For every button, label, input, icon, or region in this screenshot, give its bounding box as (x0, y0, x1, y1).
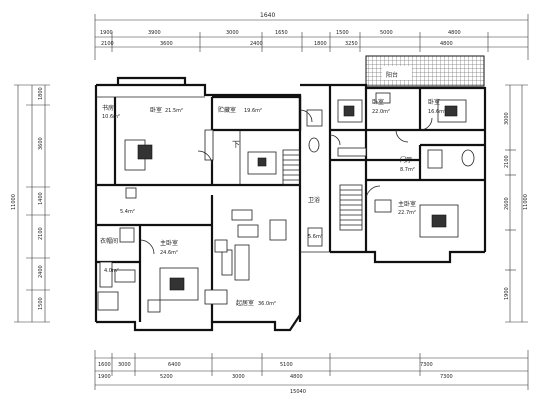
dim-bottom2-2: 5200 (160, 374, 173, 380)
bedroom-label: 卧室 (372, 98, 384, 106)
cloak-label: 衣帽间 (100, 237, 118, 245)
dim-top2-5: 3250 (345, 41, 358, 47)
dim-bottom-5: 7300 (420, 362, 433, 368)
study-label: 书房 (102, 104, 114, 112)
bedroom-area: 22.0m² (372, 109, 390, 115)
master-label: 主卧室 (398, 200, 416, 208)
living-area: 36.0m² (258, 301, 276, 307)
dim-right-2: 2100 (504, 155, 510, 168)
bath-area: 5.4m² (120, 209, 135, 215)
dim-top-4: 1650 (275, 30, 288, 36)
stairs-lower (339, 184, 363, 231)
dim-top-7: 4800 (448, 30, 461, 36)
corridor-area: 8.7m² (400, 167, 415, 173)
storage-label: 贮藏室 (218, 106, 236, 114)
furniture (97, 92, 475, 313)
dim-top-6: 5000 (380, 30, 393, 36)
dim-top-1: 1900 (100, 30, 113, 36)
dim-right-1: 3000 (504, 112, 510, 125)
dim-bottom2-5: 7300 (440, 374, 453, 380)
dim-bottom-1: 1600 (98, 362, 111, 368)
dim-top-3: 3000 (226, 30, 239, 36)
storage-area: 19.6m² (244, 108, 262, 114)
balcony: 阳台 (365, 55, 485, 87)
dim-bottom2-4: 4800 (290, 374, 303, 380)
dim-top-5: 1500 (336, 30, 349, 36)
bedroom3-area: 21.5m² (165, 108, 183, 114)
corridor-label: 门厅 (400, 156, 412, 164)
dim-top2-1: 2100 (101, 41, 114, 47)
bedroom2-area: 16.6m² (428, 109, 446, 115)
cloak-area: 4.0m² (104, 268, 119, 274)
bedroom3-label: 卧室 (150, 106, 162, 114)
top-ticks (94, 14, 529, 60)
bedroom4-label: 主卧室 (160, 239, 178, 247)
door-swings (139, 109, 433, 255)
dim-right-overall: 11000 (523, 194, 529, 210)
dim-bottom-3: 6400 (168, 362, 181, 368)
dim-left-3: 1400 (38, 192, 44, 205)
dim-left-2: 3600 (38, 137, 44, 150)
bedroom2-label: 卧室 (428, 98, 440, 106)
dim-right-3: 2600 (504, 197, 510, 210)
living-label: 起居室 (236, 299, 254, 307)
dim-top-2: 3900 (148, 30, 161, 36)
dim-left-1: 1800 (38, 87, 44, 100)
stairs-upper (282, 149, 301, 186)
dim-top2-4: 1800 (314, 41, 327, 47)
dim-left-4: 2100 (38, 227, 44, 240)
dim-top-overall: 1640 (260, 12, 275, 19)
bedroom4-area: 24.6m² (160, 250, 178, 256)
dim-bottom-4: 5100 (280, 362, 293, 368)
dim-bottom2-1: 1900 (98, 374, 111, 380)
dim-left-5: 2400 (38, 265, 44, 278)
dim-bottom-overall: 15040 (290, 389, 306, 395)
dim-top2-2: 3600 (160, 41, 173, 47)
master-area: 22.7m² (398, 210, 416, 216)
dim-right-4: 1900 (504, 287, 510, 300)
stair-down-label: 下 (232, 140, 240, 149)
bath2-area: 5.6m² (308, 234, 323, 240)
dim-top2-6: 4800 (440, 41, 453, 47)
bottom-dimensions: 1600 3000 6400 5100 7300 1900 5200 3000 … (94, 350, 529, 395)
dim-bottom-2: 3000 (118, 362, 131, 368)
dim-top2-3: 2400 (250, 41, 263, 47)
walls (94, 76, 487, 332)
dim-left-overall: 11000 (11, 194, 17, 210)
balcony-label: 阳台 (386, 71, 398, 79)
study-area: 10.6m² (102, 114, 120, 120)
dim-bottom2-3: 3000 (232, 374, 245, 380)
bath2-label: 卫浴 (308, 196, 320, 204)
top-dimensions: 1640 1900 3900 3000 1650 1500 5000 4800 … (94, 12, 529, 60)
right-dimensions: 3000 2100 2600 1900 11000 (504, 84, 529, 323)
dim-left-6: 1500 (38, 297, 44, 310)
left-dimensions: 1800 3600 1400 2100 2400 1500 11000 (11, 84, 50, 323)
room-labels: 书房 10.6m² 卧室 21.5m² 贮藏室 19.6m² 卧室 22.0m²… (100, 98, 446, 307)
